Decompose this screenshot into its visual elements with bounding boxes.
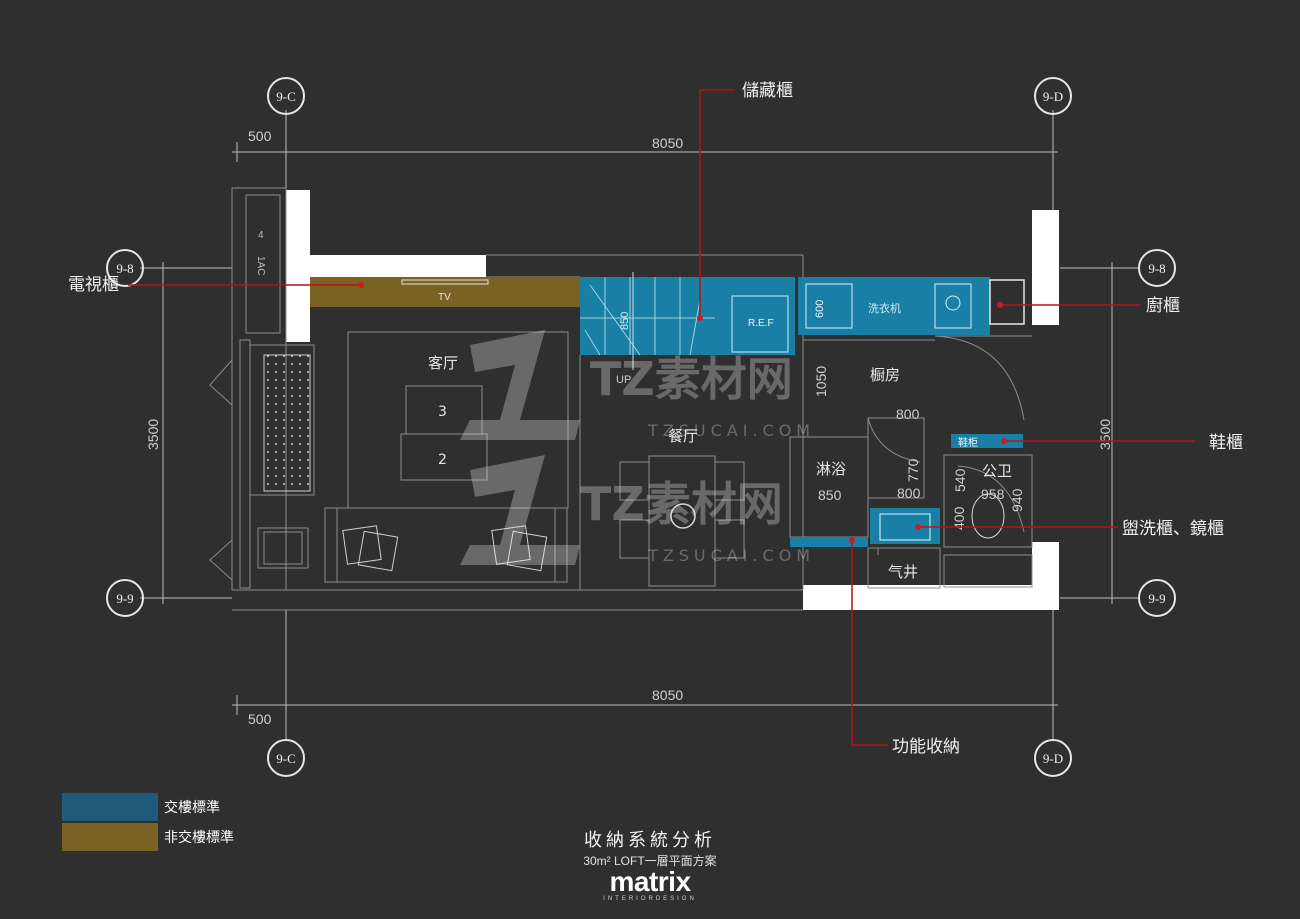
room-living: 客厅 [428,354,458,372]
callout-function-storage: 功能收納 [892,737,960,757]
shower-width-dim: 800 [896,406,920,422]
axis-label: 9-9 [1148,591,1165,606]
watermark: TZ素材网 TZSUCAI.COM TZ素材网 TZSUCAI.COM [460,330,815,565]
legend-item-delivery: 交樓標準 [62,793,234,821]
wc-inner-dim: 940 [1009,488,1025,512]
room-shaft: 气井 [888,563,918,581]
axis-label: 9-D [1043,89,1063,104]
cooktop [934,283,972,329]
callout-shoe-cabinet: 鞋櫃 [1209,433,1243,453]
basin-width-dim: 800 [897,485,921,501]
tv-cabinet-block [310,277,580,307]
sink-width-dim: 600 [814,300,826,318]
bottom-span-dim: 8050 [652,687,683,703]
room-shower: 淋浴 [816,460,846,478]
room-wc: 公卫 [982,462,1012,480]
axis-bubbles [106,77,1176,777]
walls [286,190,1059,610]
brand-logo: matrix [609,866,691,897]
cushions [342,525,548,572]
axis-label: 9-8 [1148,261,1165,276]
room-dining: 餐厅 [668,427,698,445]
shower-depth-dim: 770 [905,458,921,482]
washer-label: 洗衣机 [868,301,901,315]
legend-label: 非交樓標準 [164,830,234,846]
toilet-icon [971,493,1005,539]
side-sofa [263,354,311,492]
tv-label: TV [438,292,451,303]
legend-item-non-delivery: 非交樓標準 [62,823,234,851]
ac-count: 4 [258,230,264,241]
callout-basin-mirror: 盥洗櫃、鏡櫃 [1122,519,1224,539]
axis-label: 9-D [1043,751,1063,766]
leader-dots [358,282,1007,543]
top-offset-dim: 500 [248,128,272,144]
kitchen-passage-dim: 1050 [813,366,829,397]
fridge-label: R.E.F [748,318,774,329]
top-dimension [232,110,1058,210]
left-height-dim: 3500 [145,419,161,450]
stair-width-dim: 850 [619,312,631,330]
legend-swatch-gold [62,823,158,851]
sink [805,283,853,329]
right-height-dim: 3500 [1097,419,1113,450]
svg-text:TZ素材网: TZ素材网 [580,477,783,531]
shoe-inner-label: 鞋柜 [958,436,978,449]
callout-kitchen-cabinet: 廚櫃 [1146,295,1180,316]
fridge [731,295,789,353]
right-dimension [1060,262,1138,604]
axis-label: 9-8 [116,261,133,276]
svg-text:TZSUCAI.COM: TZSUCAI.COM [647,546,815,565]
stair-treads [580,277,715,356]
legend: 交樓標準 非交樓標準 [62,793,234,853]
ottoman-3: 3 [438,404,447,420]
delivery-blocks [580,277,1023,547]
left-dimension [140,262,232,604]
axis-label: 9-9 [116,591,133,606]
callout-tv-cabinet: 電視櫃 [68,275,119,295]
shower-inner-dim: 850 [818,487,842,503]
axis-label: 9-C [276,89,296,104]
axis-label: 9-C [276,751,296,766]
svg-text:TZSUCAI.COM: TZSUCAI.COM [647,421,815,440]
ac-label: 1AC [255,256,266,275]
legend-swatch-blue [62,793,158,821]
bottom-offset-dim: 500 [248,711,272,727]
legend-label: 交樓標準 [164,800,220,816]
svg-text:TZ素材网: TZ素材网 [590,352,793,406]
brand-subtitle: INTERIORDESIGN [603,896,697,902]
callout-storage-cabinet: 儲藏櫃 [742,81,793,101]
stair-up-label: UP [616,374,631,386]
wc-depth-dim: 540 [952,468,968,492]
top-span-dim: 8050 [652,135,683,151]
drawing-title: 收納系統分析 [584,830,716,851]
bottom-dimension [232,610,1058,740]
kitchen-appliance [989,279,1025,325]
drawing-subtitle: 30m² LOFT一層平面方案 [583,854,717,868]
wc-width-dim: 958 [981,486,1005,502]
plant-icon [670,503,696,529]
leader-lines [128,89,1195,746]
room-kitchen: 橱房 [870,366,900,384]
basin-depth-dim: 400 [951,506,967,530]
burner-icon [945,295,961,311]
ottoman-2: 2 [438,452,447,468]
tv-icon [401,279,489,285]
